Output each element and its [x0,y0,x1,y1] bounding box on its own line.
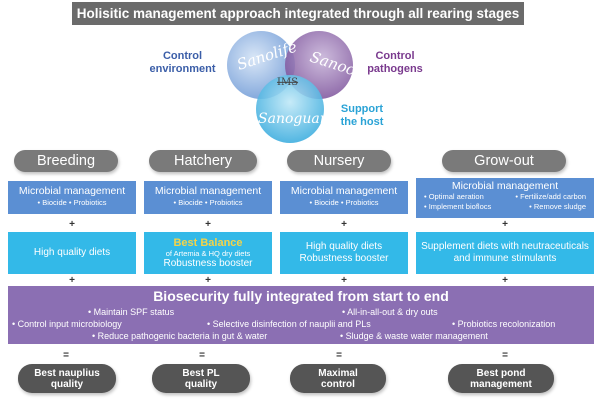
microbial-box-hatchery: Microbial management • Biocide • Probiot… [144,181,272,214]
plus-sign: + [69,219,75,230]
biosecurity-item: • All-in-all-out & dry outs [342,307,438,317]
plus-sign: + [502,219,508,230]
microbial-box-grow-out: Microbial management • Optimal aeration•… [416,178,594,218]
diagram-title: Holisitic management approach integrated… [72,2,524,25]
diet-box-hatchery: Best Balance of Artemia & HQ dry diets R… [144,232,272,274]
biosecurity-item: • Maintain SPF status [88,307,175,317]
sanoguard-label: Sanoguard [258,111,335,127]
stage-grow-out: Grow-out [442,150,566,172]
plus-sign: + [502,275,508,286]
plus-sign: + [341,275,347,286]
stage-breeding: Breeding [14,150,118,172]
plus-sign: + [341,219,347,230]
biosecurity-title: Biosecurity fully integrated from start … [153,288,449,304]
equals-sign: = [502,350,508,361]
diet-box-nursery: High quality diets Robustness booster [280,232,408,274]
best-balance-highlight: Best Balance [173,236,243,249]
equals-sign: = [63,350,69,361]
venn-diagram: Sanolife Sanocare Sanoguard IMS [227,31,365,143]
biosecurity-item: • Probiotics recolonization [452,319,556,329]
stage-nursery: Nursery [287,150,391,172]
biosecurity-item: • Sludge & waste water management [340,331,488,341]
sanoguard-circle [256,75,324,143]
biosecurity-item: • Control input microbiology [12,319,122,329]
equals-sign: = [199,350,205,361]
plus-sign: + [205,275,211,286]
plus-sign: + [205,219,211,230]
stage-hatchery: Hatchery [149,150,257,172]
diet-box-breeding: High quality diets [8,232,136,274]
biosecurity-box: Biosecurity fully integrated from start … [8,286,594,344]
equals-sign: = [336,350,342,361]
diet-box-grow-out: Supplement diets with neutraceuticals an… [416,232,594,274]
ims-label: IMS [277,77,298,88]
biosecurity-item: • Selective disinfection of nauplii and … [207,319,371,329]
microbial-box-breeding: Microbial management • Biocide • Probiot… [8,181,136,214]
microbial-box-nursery: Microbial management • Biocide • Probiot… [280,181,408,214]
plus-sign: + [69,275,75,286]
biosecurity-item: • Reduce pathogenic bacteria in gut & wa… [92,331,268,341]
